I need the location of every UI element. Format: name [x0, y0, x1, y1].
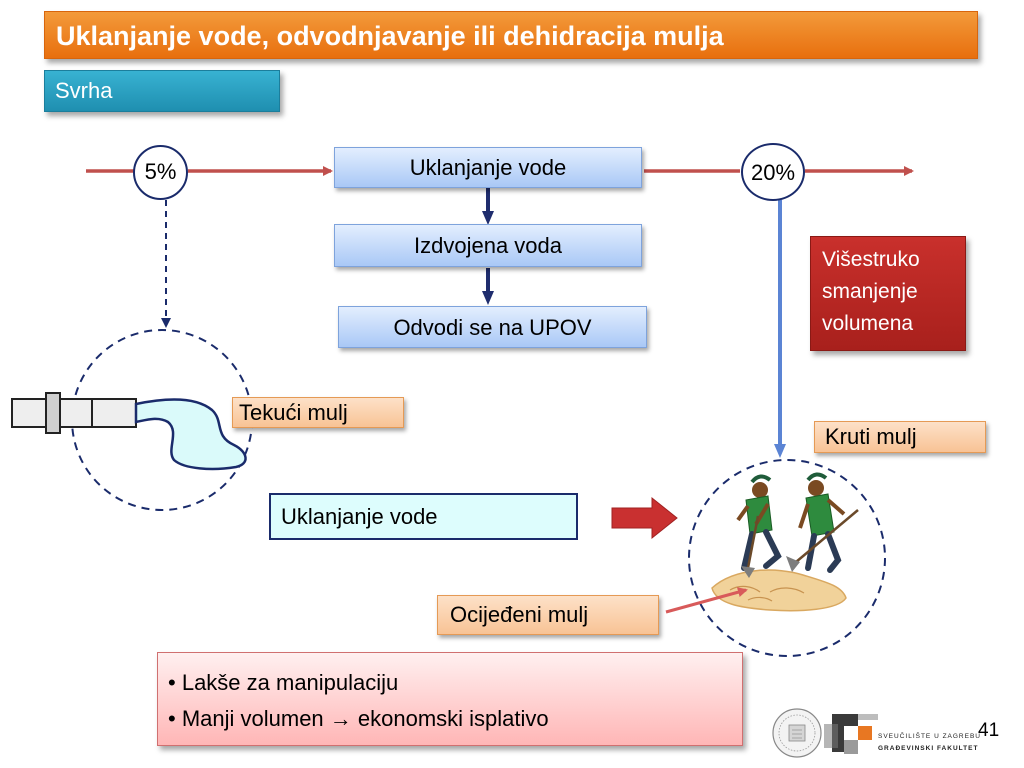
drained-pointer-arrow [665, 587, 748, 614]
faculty-logo-icon [824, 714, 878, 754]
benefit-item: • Manji volumen → ekonomski isplativo [168, 706, 549, 731]
university-seal-icon [772, 708, 822, 758]
liquid-sludge-label: Tekući mulj [232, 397, 404, 428]
workers-shoveling-illustration [711, 472, 859, 612]
start-percent-label: 5% [144, 159, 177, 184]
page-number: 41 [978, 720, 1000, 741]
end-percent-circle: 20% [741, 143, 805, 201]
start-percent-circle: 5% [133, 145, 188, 200]
slide-title: Uklanjanje vode, odvodnjavanje ili dehid… [44, 11, 978, 59]
logo-faculty-name: GRAĐEVINSKI FAKULTET [878, 745, 979, 752]
pipe-icon [11, 392, 247, 471]
step-water-removal: Uklanjanje vode [334, 147, 642, 188]
benefit-item: • Lakše za manipulaciju [168, 670, 399, 695]
solid-sludge-label: Kruti mulj [814, 421, 986, 453]
block-arrow-right [611, 496, 678, 540]
step-separated-water: Izdvojena voda [334, 224, 642, 267]
end-percent-label: 20% [750, 160, 796, 185]
solid-sludge-circle [688, 459, 886, 657]
drained-sludge-label: Ocijeđeni mulj [437, 595, 659, 635]
benefits-box: • Lakše za manipulaciju • Manji volumen … [157, 652, 743, 746]
step-to-treatment-plant: Odvodi se na UPOV [338, 306, 647, 348]
section-subtitle: Svrha [44, 70, 280, 112]
volume-reduction-note: Višestruko smanjenje volumena [810, 236, 966, 351]
process-water-removal: Uklanjanje vode [269, 493, 578, 540]
logo-university-name: SVEUČILIŠTE U ZAGREBU [878, 733, 981, 740]
university-logos [772, 708, 878, 758]
logo-caption: SVEUČILIŠTE U ZAGREBU GRAĐEVINSKI FAKULT… [878, 731, 988, 755]
